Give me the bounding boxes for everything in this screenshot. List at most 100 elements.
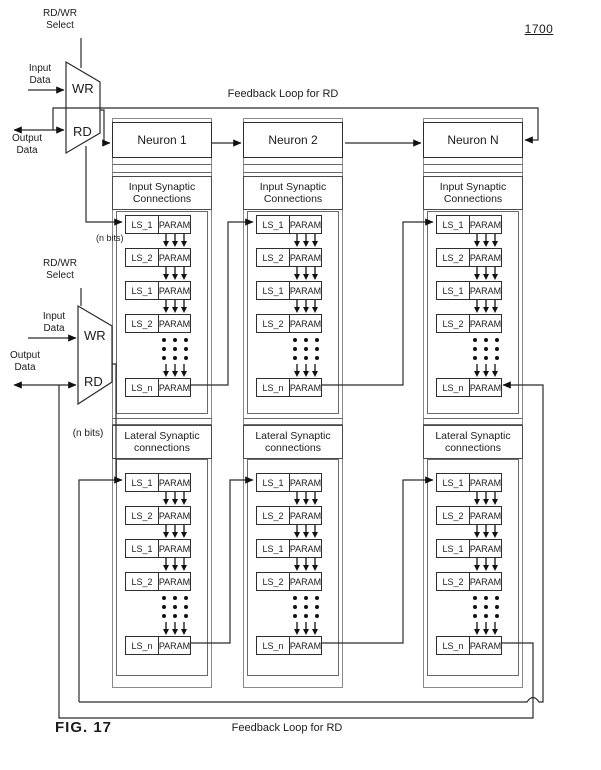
dot bbox=[162, 604, 166, 609]
dot bbox=[315, 337, 319, 342]
dot-row bbox=[162, 344, 188, 353]
dot bbox=[315, 346, 319, 351]
param-cell: PARAM bbox=[289, 248, 322, 267]
dot bbox=[173, 346, 177, 351]
dot bbox=[173, 337, 177, 342]
param-cell: PARAM bbox=[289, 506, 322, 525]
dot-row bbox=[162, 611, 188, 620]
ellipsis-dots-icon bbox=[473, 335, 499, 362]
mux-top-select-line1: RD/WR bbox=[43, 8, 77, 19]
lateral-synaptic-header: Lateral Synaptic connections bbox=[243, 425, 343, 459]
ls-label-cell: LS_1 bbox=[436, 215, 470, 234]
mux-top-output-line1: Output bbox=[11, 133, 43, 144]
mux-top-input-line2: Data bbox=[29, 75, 51, 86]
mux-bottom-wr-label: WR bbox=[84, 328, 106, 343]
dot bbox=[315, 355, 319, 360]
triple-down-arrow-icon bbox=[162, 364, 188, 378]
ls-label-cell: LS_2 bbox=[256, 314, 290, 333]
param-cell: PARAM bbox=[469, 636, 502, 655]
param-cell: PARAM bbox=[469, 314, 502, 333]
dot-row bbox=[162, 593, 188, 602]
ellipsis-dots-icon bbox=[293, 335, 319, 362]
dot bbox=[293, 355, 297, 360]
ls-label-cell: LS_2 bbox=[436, 506, 470, 525]
triple-down-arrow-icon bbox=[473, 364, 499, 378]
dot bbox=[304, 604, 308, 609]
triple-down-arrow-icon bbox=[473, 300, 499, 314]
ls-label-cell: LS_1 bbox=[256, 281, 290, 300]
dot-row bbox=[293, 611, 319, 620]
triple-down-arrow-icon bbox=[162, 300, 188, 314]
dot bbox=[495, 604, 499, 609]
ls-label-cell: LS_2 bbox=[125, 506, 159, 525]
dot bbox=[484, 595, 488, 600]
dot bbox=[162, 346, 166, 351]
triple-down-arrow-icon bbox=[162, 558, 188, 572]
dot bbox=[495, 355, 499, 360]
triple-down-arrow-icon bbox=[293, 525, 319, 539]
param-cell: PARAM bbox=[158, 473, 191, 492]
mux-top-select-label: RD/WR Select bbox=[30, 8, 90, 32]
ls-label-cell: LS_n bbox=[256, 636, 290, 655]
mux-bottom-select-line1: RD/WR bbox=[43, 258, 77, 269]
dot bbox=[473, 613, 477, 618]
mux-bottom-input-line2: Data bbox=[43, 323, 65, 334]
dot bbox=[473, 595, 477, 600]
dot bbox=[293, 595, 297, 600]
dot bbox=[304, 337, 308, 342]
dot bbox=[184, 337, 188, 342]
figure-label: FIG. 17 bbox=[55, 719, 113, 736]
mux-top-rd-label: RD bbox=[73, 124, 92, 139]
dot bbox=[293, 346, 297, 351]
dot-row bbox=[473, 335, 499, 344]
ls-label-cell: LS_1 bbox=[125, 473, 159, 492]
param-cell: PARAM bbox=[158, 314, 191, 333]
triple-down-arrow-icon bbox=[293, 300, 319, 314]
ls-label-cell: LS_n bbox=[125, 378, 159, 397]
dot-row bbox=[473, 593, 499, 602]
dot bbox=[473, 604, 477, 609]
dot bbox=[162, 355, 166, 360]
dot-row bbox=[293, 353, 319, 362]
mux-top-output-label: Output Data bbox=[4, 133, 50, 157]
ls-label-cell: LS_n bbox=[256, 378, 290, 397]
triple-down-arrow-icon bbox=[293, 492, 319, 506]
ellipsis-dots-icon bbox=[293, 593, 319, 620]
mux-top-output-line2: Data bbox=[16, 145, 38, 156]
divider-strip bbox=[243, 164, 343, 173]
dot-row bbox=[293, 335, 319, 344]
dot bbox=[173, 355, 177, 360]
mux-bottom-output-line1: Output bbox=[9, 350, 41, 361]
dot bbox=[162, 613, 166, 618]
triple-down-arrow-icon bbox=[162, 525, 188, 539]
dot bbox=[495, 613, 499, 618]
param-cell: PARAM bbox=[289, 473, 322, 492]
ls-label-cell: LS_1 bbox=[436, 281, 470, 300]
feedback-loop-bottom-label: Feedback Loop for RD bbox=[231, 722, 343, 734]
param-cell: PARAM bbox=[158, 572, 191, 591]
ls-label-cell: LS_2 bbox=[125, 572, 159, 591]
dot bbox=[184, 355, 188, 360]
triple-down-arrow-icon bbox=[293, 558, 319, 572]
dot bbox=[315, 613, 319, 618]
dot bbox=[173, 595, 177, 600]
